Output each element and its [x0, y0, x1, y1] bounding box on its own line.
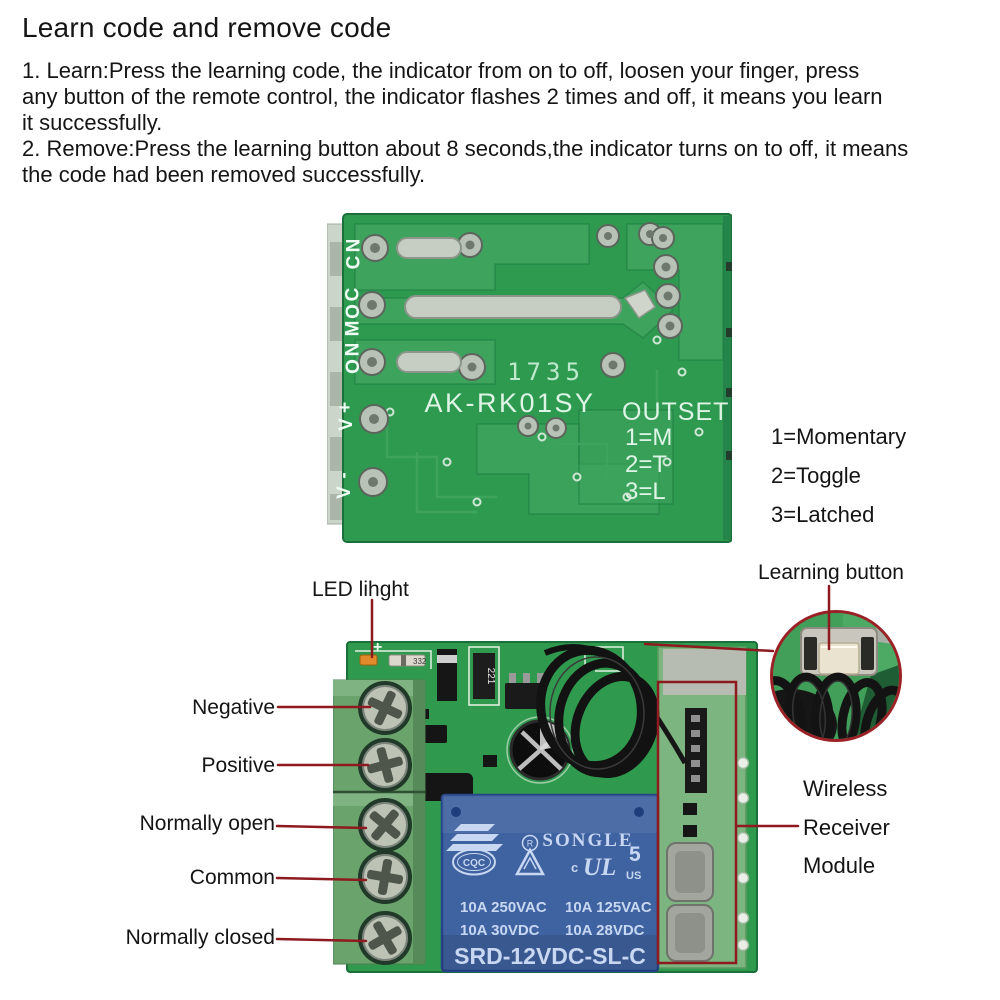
- led-component: [359, 654, 378, 666]
- top-pcb-photo: 1735 AK-RK01SY OUTSET 1=M 2=T 3=L: [327, 213, 732, 543]
- module-label-wireless: Wireless: [803, 776, 888, 801]
- edge-pins: [726, 262, 732, 460]
- led-callout-label: LED lihght: [312, 578, 409, 601]
- solder-pads: [358, 222, 683, 497]
- transistor-sot: [505, 673, 545, 709]
- instruction-line: 2. Remove:Press the learning button abou…: [22, 136, 909, 161]
- plus-silkscreen: +: [373, 639, 382, 656]
- crystal-oscillators: [666, 842, 714, 962]
- pin-label-plus-v: +V: [335, 401, 357, 431]
- bottom-pcb-photo: + 332 221: [333, 639, 758, 973]
- svg-text:US: US: [626, 870, 641, 882]
- svg-text:CQC: CQC: [463, 858, 485, 869]
- outset-option-text: 2=T: [625, 451, 667, 478]
- instruction-line: it successfully.: [22, 110, 163, 135]
- negative-label: Negative: [192, 696, 275, 719]
- positive-label: Positive: [201, 754, 275, 777]
- terminal-pins-strip: [327, 223, 346, 525]
- svg-text:5: 5: [629, 843, 641, 866]
- outset-option-text: 1=M: [625, 424, 672, 451]
- module-highlight-rect: [656, 680, 738, 965]
- svg-text:UL: UL: [583, 854, 616, 881]
- legend-toggle: 2=Toggle: [771, 463, 861, 488]
- learning-button-inset: [770, 610, 902, 742]
- diode-band: [437, 655, 457, 663]
- inset-content: [773, 613, 899, 739]
- tact-switch: [800, 627, 878, 676]
- cqc-mark: CQC: [452, 848, 496, 876]
- instruction-line: the code had been removed successfully.: [22, 162, 426, 187]
- board-edge: [723, 216, 731, 540]
- svg-text:332: 332: [413, 657, 427, 666]
- antenna-coil: [536, 644, 660, 778]
- relay-ratings: 10A 250VAC 10A 125VAC 10A 30VDC 10A 28VD…: [460, 899, 652, 939]
- svg-text:221: 221: [485, 668, 496, 685]
- outset-option-text: 3=L: [625, 478, 666, 505]
- registered-mark: R: [527, 839, 534, 849]
- date-code-text: 1735: [507, 358, 585, 386]
- pin-label-minus-v: -V: [333, 472, 355, 499]
- svg-text:c: c: [571, 860, 578, 875]
- relay-brand-text: SONGLE: [542, 830, 633, 851]
- ul-mark: c UL 5 US: [571, 843, 641, 882]
- relay-logo-stripes: [446, 824, 503, 851]
- common-label: Common: [189, 866, 275, 889]
- svg-text:10A 125VAC: 10A 125VAC: [565, 899, 652, 916]
- relay: R SONGLE CQC c UL 5 US 10A 250VAC 10A 12…: [440, 793, 660, 973]
- learning-button-callout-label: Learning button: [758, 561, 904, 584]
- terminal-screws: [358, 681, 412, 965]
- wireless-receiver-module: [628, 646, 750, 969]
- svg-text:10A 30VDC: 10A 30VDC: [460, 922, 540, 939]
- instruction-line: 1. Learn:Press the learning code, the in…: [22, 58, 860, 83]
- relay-model-text: SRD-12VDC-SL-C: [454, 943, 646, 969]
- triangle-mark: [514, 847, 546, 876]
- outset-heading-text: OUTSET: [622, 398, 729, 426]
- thin-traces: [385, 370, 659, 514]
- module-label-receiver: Receiver: [803, 815, 890, 840]
- legend-momentary: 1=Momentary: [771, 424, 907, 449]
- normally-closed-label: Normally closed: [125, 926, 275, 949]
- instruction-line: any button of the remote control, the in…: [22, 84, 883, 109]
- resistor-332: 332: [388, 654, 427, 667]
- legend-latched: 3=Latched: [771, 502, 875, 527]
- board-model-text: AK-RK01SY: [424, 388, 595, 418]
- vias: [385, 335, 704, 507]
- module-label-module: Module: [803, 853, 876, 878]
- svg-text:10A 250VAC: 10A 250VAC: [460, 899, 547, 916]
- page-title: Learn code and remove code: [22, 12, 392, 43]
- svg-text:10A 28VDC: 10A 28VDC: [565, 922, 645, 939]
- castellated-pads: [736, 756, 750, 952]
- normally-open-label: Normally open: [139, 812, 275, 835]
- resistor-221: 221: [468, 646, 500, 706]
